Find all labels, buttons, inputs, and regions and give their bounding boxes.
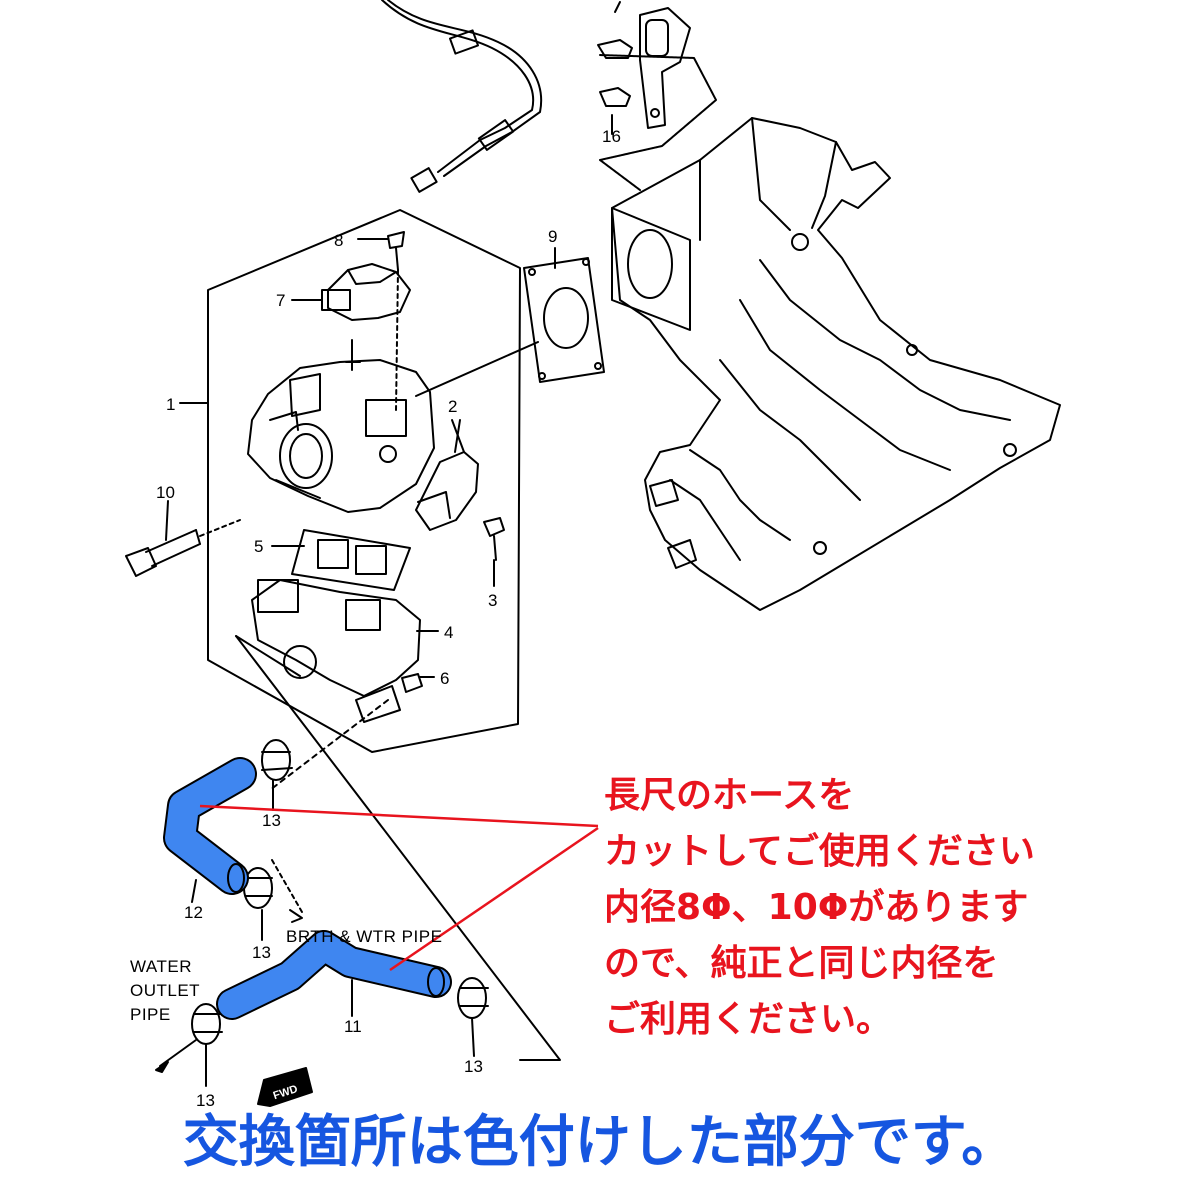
water-outlet-pipe-line2: OUTLET bbox=[130, 981, 200, 1000]
callout-9: 9 bbox=[548, 227, 557, 246]
water-outlet-pipe-line1: WATER bbox=[130, 957, 192, 976]
note-line-5: ご利用ください。 bbox=[604, 999, 893, 1040]
intake-manifold bbox=[611, 117, 1061, 611]
hose-clamp-13-upper bbox=[261, 739, 293, 811]
callout-numbers: 1 2 3 4 5 6 7 8 9 10 11 12 13 13 13 13 1… bbox=[156, 127, 621, 1110]
idle-air-control-valve bbox=[251, 579, 421, 723]
hose-cut-note: 長尺のホースを カットしてご使用ください 内径8Φ、10Φがあります ので、純正… bbox=[604, 768, 1194, 1048]
brth-wtr-pipe-label: BRTH & WTR PIPE bbox=[286, 927, 442, 946]
callout-13-middle: 13 bbox=[252, 943, 271, 962]
mounting-bracket bbox=[597, 1, 717, 191]
throttle-cable bbox=[381, 0, 543, 193]
callout-7: 7 bbox=[276, 291, 285, 310]
callout-2: 2 bbox=[448, 397, 457, 416]
sensor-bolt bbox=[387, 231, 405, 411]
replacement-parts-caption: 交換箇所は色付けした部分です。 bbox=[182, 1110, 1018, 1175]
bolt-3 bbox=[483, 517, 505, 561]
callout-12: 12 bbox=[184, 903, 203, 922]
callout-6: 6 bbox=[440, 669, 449, 688]
assembly-frame bbox=[207, 209, 539, 753]
callout-13-left: 13 bbox=[196, 1091, 215, 1110]
throttle-body-gasket bbox=[523, 257, 605, 383]
note-line-4: ので、純正と同じ内径を bbox=[604, 943, 999, 984]
note-line-3: 内径8Φ、10Φがあります bbox=[604, 887, 1029, 928]
callout-5: 5 bbox=[254, 537, 263, 556]
callout-16: 16 bbox=[602, 127, 621, 146]
water-outlet-pipe-line3: PIPE bbox=[130, 1005, 171, 1024]
callout-3: 3 bbox=[488, 591, 497, 610]
idle-sensor-bracket bbox=[415, 419, 479, 531]
note-leader-lines bbox=[199, 804, 599, 972]
callout-8: 8 bbox=[334, 231, 343, 250]
iac-gasket bbox=[291, 529, 411, 591]
highlight-hose-12 bbox=[163, 757, 257, 895]
callout-13-upper: 13 bbox=[262, 811, 281, 830]
highlight-hose-11 bbox=[216, 930, 452, 1020]
callout-13-right: 13 bbox=[464, 1057, 483, 1076]
long-bolt-10 bbox=[125, 519, 241, 577]
callout-1: 1 bbox=[166, 395, 175, 414]
callout-10: 10 bbox=[156, 483, 175, 502]
fwd-arrow-tag bbox=[257, 1067, 313, 1107]
hose-clamp-13-left bbox=[191, 1003, 223, 1087]
callout-11: 11 bbox=[344, 1017, 362, 1036]
note-line-1: 長尺のホースを bbox=[604, 775, 855, 816]
callout-4: 4 bbox=[444, 623, 453, 642]
note-line-2: カットしてご使用ください bbox=[604, 831, 1035, 872]
screw-6 bbox=[401, 673, 423, 693]
throttle-body bbox=[247, 339, 435, 513]
pipe-labels: BRTH & WTR PIPE WATER OUTLET PIPE FWD bbox=[130, 927, 442, 1102]
hose-clamp-13-right bbox=[457, 977, 489, 1057]
diagram-leader-lines bbox=[155, 238, 561, 1073]
